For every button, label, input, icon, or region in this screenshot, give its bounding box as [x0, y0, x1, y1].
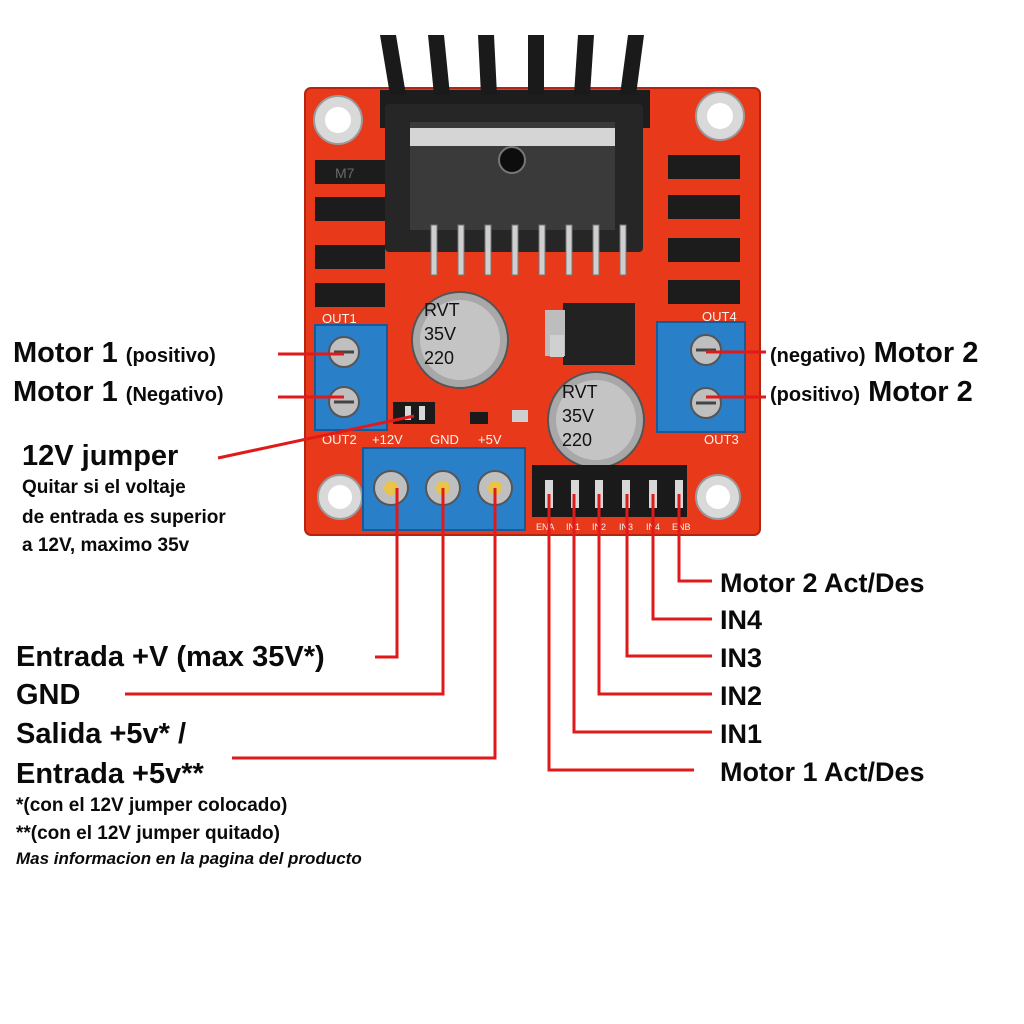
motor1-pos-note: (positivo): [125, 345, 216, 367]
silk-12v: +12V: [372, 432, 403, 447]
silk-5v: +5V: [478, 432, 502, 447]
footnote-2: **(con el 12V jumper quitado): [16, 823, 280, 844]
label-in2: IN2: [720, 681, 763, 711]
label-jumper-title: 12V jumper: [22, 440, 179, 472]
label-motor2-negative: (negativo) Motor 2: [770, 339, 978, 368]
control-header: [532, 465, 687, 517]
capacitor2-text-2: 35V: [562, 406, 594, 426]
heatsink: [380, 35, 650, 252]
label-in3: IN3: [720, 643, 763, 673]
silk-out4: OUT4: [702, 309, 737, 324]
leader-gnd: [125, 488, 445, 696]
motor2-neg-name: Motor 2: [873, 337, 979, 369]
silk-out3: OUT3: [704, 432, 739, 447]
diodes-right: [668, 155, 740, 304]
label-motor1-enable: Motor 1 Act/Des: [720, 757, 925, 787]
motor2-pos-name: Motor 2: [868, 376, 973, 408]
footnote-3: Mas informacion en la pagina del product…: [16, 849, 362, 868]
diode-marking: M7: [335, 165, 355, 181]
diodes-left: M7: [315, 160, 385, 307]
label-jumper-desc-2: de entrada es superior: [22, 507, 226, 528]
label-motor1-positive: Motor 1 (positivo): [13, 339, 216, 368]
label-in4: IN4: [720, 605, 763, 635]
label-5v-line1: Salida +5v* /: [16, 718, 187, 750]
label-jumper-desc-3: a 12V, maximo 35v: [22, 535, 190, 556]
label-gnd: GND: [16, 679, 81, 711]
capacitor2-text-1: RVT: [562, 382, 598, 402]
capacitor-left: RVT 35V 220: [411, 291, 509, 389]
leader-lines: [125, 350, 766, 772]
footnote-1: *(con el 12V jumper colocado): [16, 795, 288, 816]
mounting-hole-bottom-left: [317, 474, 363, 520]
leader-in3: [625, 494, 712, 658]
label-vin: Entrada +V (max 35V*): [16, 641, 325, 673]
jumper-12v: [393, 402, 435, 424]
leader-enb: [677, 494, 712, 583]
leader-jumper: [217, 414, 415, 460]
terminal-block-left: [314, 324, 388, 431]
silk-enb: ENB: [672, 522, 691, 532]
leader-5v: [232, 488, 497, 760]
motor1-pos-name: Motor 1: [13, 337, 118, 369]
label-in1: IN1: [720, 719, 763, 749]
capacitor-text-2: 35V: [424, 324, 456, 344]
motor2-pos-note: (positivo): [770, 384, 860, 406]
capacitor-text-1: RVT: [424, 300, 460, 320]
motor2-neg-note: (negativo): [770, 345, 866, 367]
capacitor-text-3: 220: [424, 348, 454, 368]
mounting-hole-bottom-right: [695, 474, 741, 520]
leader-in4: [651, 494, 712, 621]
leader-in2: [597, 494, 712, 696]
leader-vin: [375, 488, 399, 659]
motor1-neg-note: (Negativo): [125, 384, 224, 406]
capacitor2-text-3: 220: [562, 430, 592, 450]
mounting-hole-top-right: [695, 91, 745, 141]
silk-out1: OUT1: [322, 311, 357, 326]
silk-ena: ENA: [536, 522, 555, 532]
chip-pins: [430, 224, 627, 276]
silk-out2: OUT2: [322, 432, 357, 447]
label-motor2-positive: (positivo) Motor 2: [770, 378, 973, 407]
leader-in1: [572, 494, 712, 734]
terminal-block-right: [656, 321, 746, 433]
label-jumper-desc-1: Quitar si el voltaje: [22, 477, 186, 498]
capacitor-right: RVT 35V 220: [547, 371, 645, 469]
label-motor1-negative: Motor 1 (Negativo): [13, 378, 224, 407]
label-5v-line2: Entrada +5v**: [16, 758, 204, 790]
silk-gnd: GND: [430, 432, 459, 447]
label-motor2-enable: Motor 2 Act/Des: [720, 568, 925, 598]
motor1-neg-name: Motor 1: [13, 376, 118, 408]
leader-ena: [547, 494, 694, 772]
mounting-hole-top-left: [313, 95, 363, 145]
